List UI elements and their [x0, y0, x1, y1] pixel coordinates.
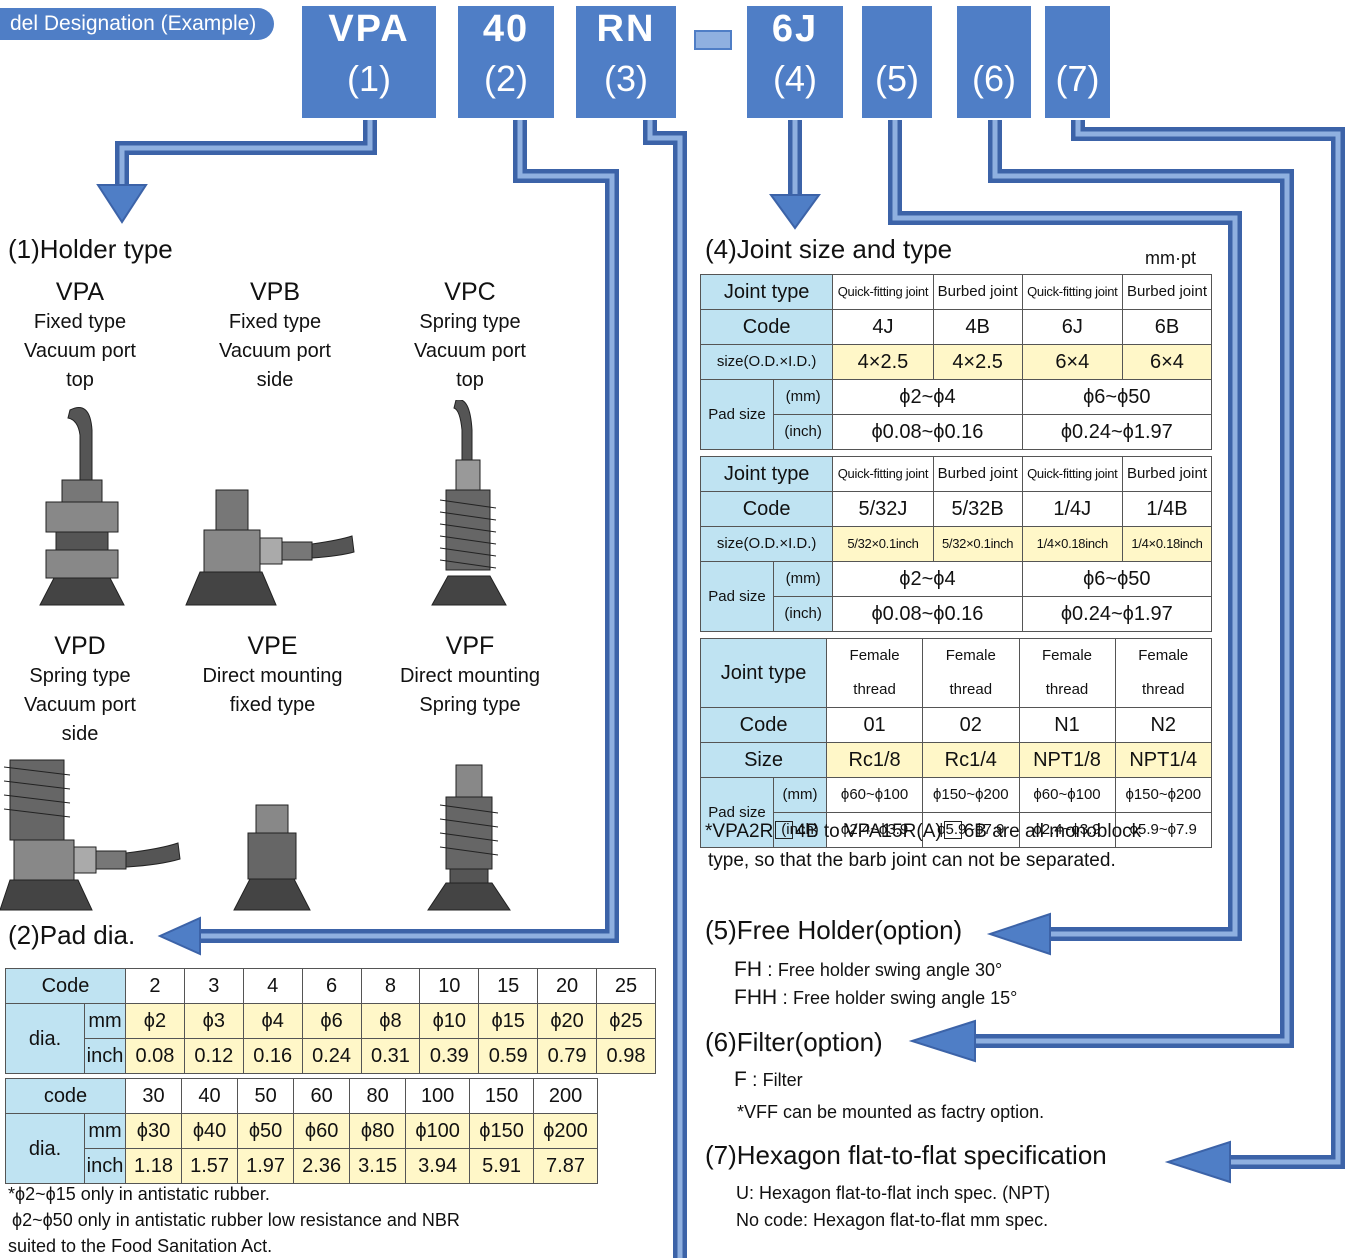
vpa-image	[39, 407, 125, 606]
vpe-image	[233, 804, 311, 911]
arrowhead-6	[908, 1019, 976, 1063]
joint-title: (4)Joint size and type	[705, 234, 953, 264]
holder-vpd: VPD Spring type Vacuum port side	[24, 632, 136, 745]
model-code-4: 6J	[771, 8, 819, 50]
pad-note-2: ϕ2~ϕ50 only in antistatic rubber low res…	[12, 1210, 460, 1230]
model-num-1: (1)	[347, 58, 391, 99]
arrowhead-7	[1164, 1140, 1231, 1184]
holder-images-row1	[39, 400, 507, 606]
model-num-3: (3)	[604, 58, 648, 99]
holder-images-row2	[0, 759, 511, 911]
free-holder-title: (5)Free Holder(option)	[705, 915, 963, 945]
model-code-2: 40	[482, 8, 530, 50]
pad-dia-table-1: Code 2 3 4 6 8 10 15 20 25 dia. mm ϕ2 ϕ3…	[5, 968, 656, 1074]
model-num-6: (6)	[972, 58, 1016, 99]
filter-title: (6)Filter(option)	[705, 1027, 883, 1057]
joint-unit: mm·pt	[1145, 248, 1196, 268]
holder-vpa: VPA Fixed type Vacuum port top	[24, 278, 136, 391]
model-num-5: (5)	[875, 58, 919, 99]
joint-table-2: Joint type Quick-fitting joint Burbed jo…	[699, 456, 1213, 632]
hex-line-1: U: Hexagon flat-to-flat inch spec. (NPT)	[736, 1183, 1051, 1203]
model-designation-banner: del Designation (Example)	[0, 8, 275, 40]
pad-note-1: *ϕ2~ϕ15 only in antistatic rubber.	[8, 1184, 270, 1204]
fhh-line: FHH : Free holder swing angle 15°	[734, 986, 1018, 1009]
model-box-2: 40 (2)	[458, 6, 554, 118]
pad-code-label: Code	[5, 968, 126, 1004]
hex-title: (7)Hexagon flat-to-flat specification	[705, 1140, 1107, 1170]
vpb-image	[185, 489, 355, 606]
placeholder-box	[943, 821, 962, 839]
arrowhead-4	[769, 194, 821, 230]
holder-vpb: VPB Fixed type Vacuum port side	[219, 278, 331, 391]
joint-note-2: type, so that the barb joint can not be …	[708, 850, 1116, 871]
model-num-7: (7)	[1055, 58, 1100, 99]
pad-dia-title: (2)Pad dia.	[8, 920, 136, 950]
filter-note: *VFF can be mounted as factry option.	[737, 1102, 1045, 1122]
vpc-image	[431, 400, 507, 606]
vpd-image	[0, 759, 181, 911]
pad-dia-table-2: code 30 40 50 60 80 100 150 200 dia. mm …	[5, 1078, 598, 1184]
hyphen-mark	[694, 30, 732, 50]
arrowhead-2	[157, 916, 201, 956]
joint-table-3: Joint type Female thread Female thread F…	[699, 638, 1213, 848]
model-box-5: (5)	[862, 6, 932, 118]
arrow-3	[643, 120, 687, 1258]
holder-type-title: (1)Holder type	[8, 234, 173, 264]
filter-line: F : Filter	[734, 1068, 803, 1091]
model-code-1: VPA	[328, 8, 410, 50]
arrow-1	[115, 120, 377, 185]
model-code-3: RN	[596, 8, 656, 50]
arrowhead-1	[96, 184, 148, 224]
fh-line: FH : Free holder swing angle 30°	[734, 958, 1003, 981]
hex-line-2: No code: Hexagon flat-to-flat mm spec.	[736, 1210, 1049, 1230]
joint-table-1: Joint type Quick-fitting joint Burbed jo…	[699, 274, 1213, 450]
arrowhead-5	[986, 912, 1051, 956]
placeholder-box	[775, 821, 794, 839]
model-box-7: (7)	[1045, 6, 1110, 118]
model-num-4: (4)	[773, 58, 817, 99]
holder-vpe: VPE Direct mounting fixed type	[202, 632, 343, 716]
vpf-image	[427, 764, 511, 911]
pad-note-3: suited to the Food Sanitation Act.	[8, 1236, 273, 1256]
model-box-3: RN (3)	[576, 6, 676, 118]
model-box-4: 6J (4)	[747, 6, 843, 118]
model-box-1: VPA (1)	[302, 6, 436, 118]
model-box-6: (6)	[957, 6, 1031, 118]
holder-vpc: VPC Spring type Vacuum port top	[414, 278, 526, 391]
model-num-2: (2)	[484, 58, 528, 99]
holder-vpf: VPF Direct mounting Spring type	[399, 632, 541, 716]
